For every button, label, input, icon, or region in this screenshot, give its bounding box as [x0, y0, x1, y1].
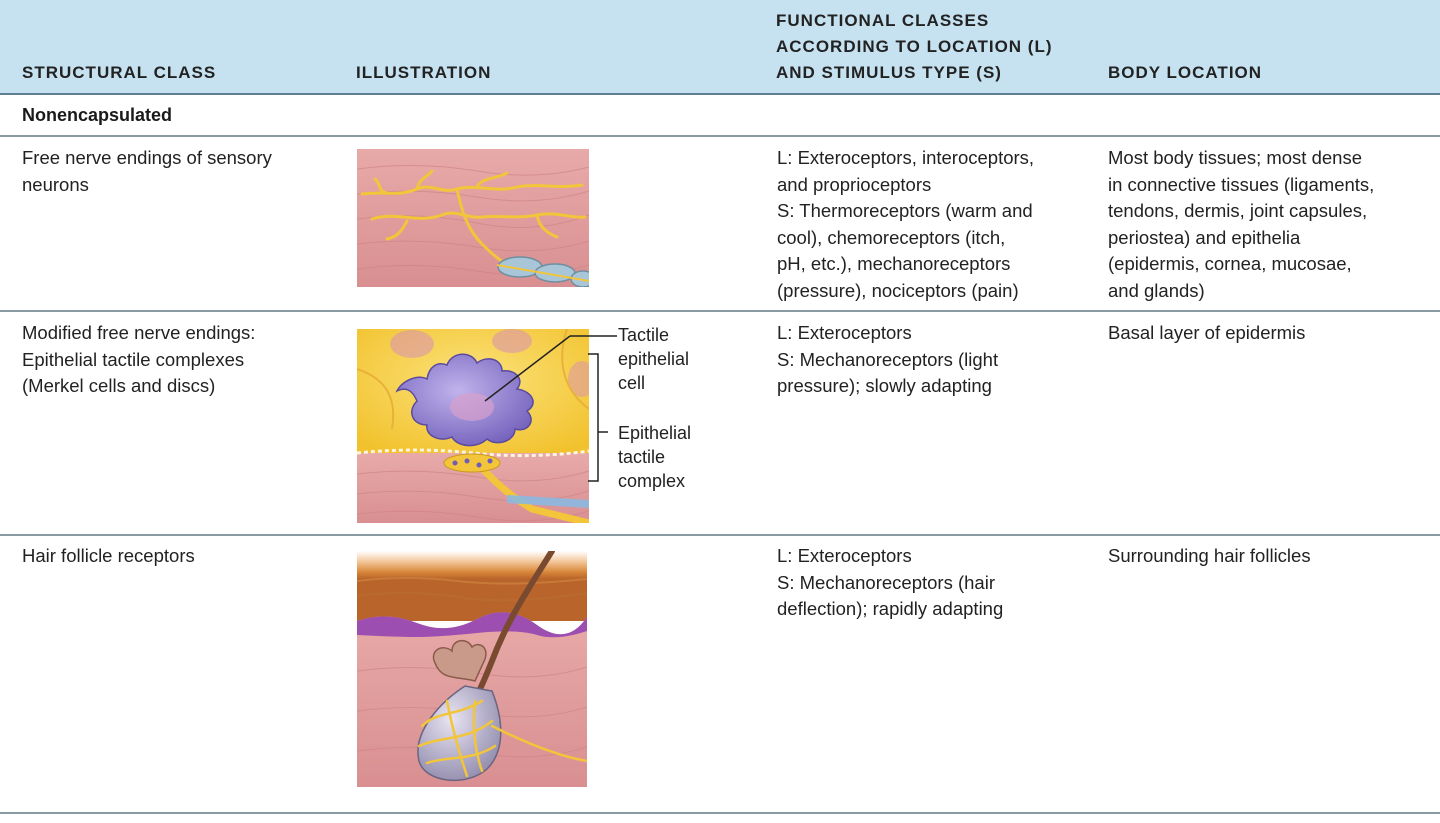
body-location-cell: Basal layer of epidermis	[1108, 322, 1306, 343]
structural-class-cell: Modified free nerve endings: Epithelial …	[22, 322, 256, 396]
header-body-location: BODY LOCATION	[1108, 63, 1263, 82]
functional-classes-cell: L: Exteroceptors S: Mechanoreceptors (ha…	[777, 545, 1004, 619]
free-nerve-endings-illustration	[357, 149, 589, 287]
body-location-cell: Most body tissues; most dense in connect…	[1108, 147, 1375, 301]
section-title-nonencapsulated: Nonencapsulated	[22, 105, 173, 125]
body-location-cell: Surrounding hair follicles	[1108, 545, 1311, 566]
callout-tactile-epithelial-cell: Tactile epithelial cell	[618, 325, 690, 393]
row-divider	[0, 534, 1440, 536]
structural-class-cell: Hair follicle receptors	[22, 545, 195, 566]
header-structural-class: STRUCTURAL CLASS	[22, 63, 217, 82]
header-illustration: ILLUSTRATION	[356, 63, 492, 82]
functional-classes-cell: L: Exteroceptors S: Mechanoreceptors (li…	[777, 322, 999, 396]
callout-lines	[484, 335, 617, 482]
row-divider	[0, 135, 1440, 137]
merkel-cell-illustration	[357, 329, 589, 523]
header-functional-classes: FUNCTIONAL CLASSES ACCORDING TO LOCATION…	[776, 11, 1053, 82]
hair-follicle-illustration	[357, 551, 587, 787]
callout-epithelial-tactile-complex: Epithelial tactile complex	[618, 423, 692, 491]
row-divider	[0, 310, 1440, 312]
structural-class-cell: Free nerve endings of sensory neurons	[22, 147, 272, 195]
row-divider	[0, 812, 1440, 814]
functional-classes-cell: L: Exteroceptors, interoceptors, and pro…	[777, 147, 1035, 301]
table-header: STRUCTURAL CLASS ILLUSTRATION FUNCTIONAL…	[0, 0, 1440, 95]
